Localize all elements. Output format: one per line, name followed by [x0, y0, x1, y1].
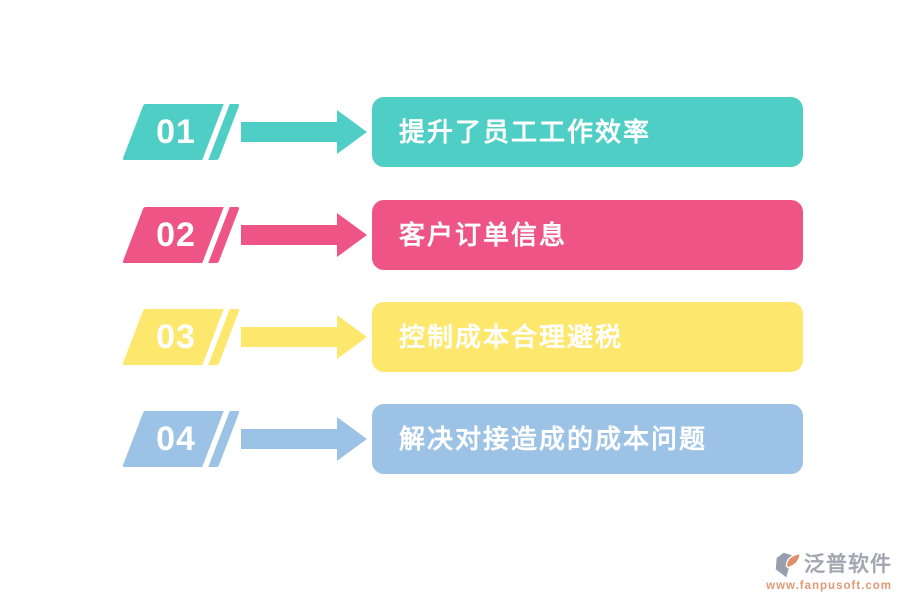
- step-label: 控制成本合理避税: [399, 322, 624, 352]
- step-number: 01: [156, 113, 196, 151]
- step-number-badge: 03: [122, 309, 240, 365]
- step-row-2: 02 客户订单信息: [0, 200, 900, 270]
- step-row-1: 01 提升了员工工作效率: [0, 97, 900, 167]
- step-label-bar: 提升了员工工作效率: [372, 97, 803, 167]
- arrow-right-icon: [241, 315, 367, 359]
- fanpu-logo-icon: [775, 552, 801, 578]
- arrow-shape: [241, 110, 367, 154]
- arrow-right-icon: [241, 213, 367, 257]
- arrow-right-icon: [241, 110, 367, 154]
- watermark-brand: 泛普软件: [804, 553, 892, 577]
- step-number: 03: [156, 318, 196, 356]
- step-number: 02: [156, 216, 196, 254]
- arrow-shape: [241, 417, 367, 461]
- arrow-shape: [241, 213, 367, 257]
- step-number-badge: 02: [122, 207, 240, 263]
- arrow-shape: [241, 315, 367, 359]
- watermark: 泛普软件 www.fanpusoft.com: [742, 551, 892, 592]
- step-label-bar: 客户订单信息: [372, 200, 803, 270]
- step-label-bar: 控制成本合理避税: [372, 302, 803, 372]
- step-label: 提升了员工工作效率: [399, 117, 652, 147]
- step-number-badge: 01: [122, 104, 240, 160]
- step-number: 04: [156, 420, 196, 458]
- step-label-bar: 解决对接造成的成本问题: [372, 404, 803, 474]
- step-label: 解决对接造成的成本问题: [399, 424, 708, 454]
- step-row-3: 03 控制成本合理避税: [0, 302, 900, 372]
- watermark-url: www.fanpusoft.com: [766, 580, 892, 592]
- step-label: 客户订单信息: [399, 220, 568, 250]
- step-row-4: 04 解决对接造成的成本问题: [0, 404, 900, 474]
- watermark-header: 泛普软件: [742, 551, 892, 579]
- arrow-right-icon: [241, 417, 367, 461]
- step-number-badge: 04: [122, 411, 240, 467]
